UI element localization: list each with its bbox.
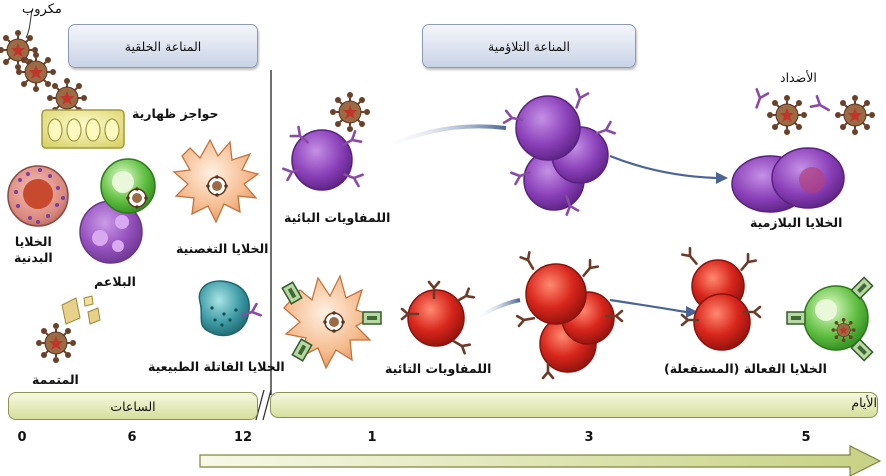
- antibodies-label: الأضداد: [780, 70, 817, 85]
- plasma-arrowhead: [716, 172, 728, 184]
- infected-target-cell-icon: [786, 276, 874, 362]
- microbe-label: مكروب: [22, 2, 62, 17]
- epithelial-barrier-icon: [41, 109, 125, 149]
- microbe-pointer-line: [25, 9, 33, 39]
- t-cell-clone-cluster-icon: [515, 251, 624, 380]
- b-lymphocyte-icon: [282, 125, 364, 191]
- macrophage-cell-icon: [79, 158, 156, 264]
- antigen-presenting-cell-icon: [281, 274, 382, 370]
- tick-label: 6: [127, 430, 137, 445]
- antibody-icon: [749, 88, 770, 111]
- effector-arrow: [609, 298, 687, 314]
- plasma-arrow: [609, 154, 717, 180]
- t-lymphocyte-icon: [400, 280, 475, 355]
- tick-label: 1: [367, 430, 377, 445]
- dendritic-cell-icon: [172, 138, 260, 224]
- tick-label: 0: [17, 430, 27, 445]
- effector-arrowhead: [686, 306, 698, 318]
- complement-label: المتممة: [32, 372, 79, 387]
- microbe-icon: [329, 91, 371, 133]
- innate-immunity-header: المناعة الخلقية: [68, 24, 258, 68]
- plasma-cells-label: الخلايا البلازمية: [750, 215, 843, 230]
- effector-t-cells-label: الخلايا الفعالة (المستفعلة): [664, 361, 827, 376]
- microbe-icon: [15, 51, 57, 93]
- b-cell-clone-cluster-icon: [502, 88, 616, 216]
- epithelial-barriers-label: حواجز ظهارية: [132, 106, 219, 121]
- b-cell-expansion-arrow: [379, 124, 507, 152]
- nk-cells-label: الخلايا القاتلة الطبيعية: [148, 359, 285, 374]
- days-timeline-bar: الأيام: [270, 392, 878, 418]
- microbe-icon: [766, 94, 808, 136]
- t-cell-expansion-arrow: [474, 298, 521, 320]
- antibody-icon: [809, 95, 833, 117]
- time-direction-arrow: [199, 445, 882, 476]
- complement-icon: [61, 295, 101, 325]
- adaptive-immunity-header: المناعة التلاؤمية: [422, 24, 636, 68]
- b-lymphocytes-label: اللمفاويات البائية: [284, 210, 391, 225]
- phagocytes-label: الخلايا البدنية: [14, 234, 53, 265]
- microbe-icon: [35, 322, 77, 364]
- t-lymphocytes-label: اللمفاويات التائية: [385, 361, 492, 376]
- nk-cell-icon: [198, 280, 262, 337]
- hours-timeline-bar: الساعات: [8, 392, 258, 420]
- phagocyte-cell-icon: [7, 165, 69, 227]
- effector-t-cell-icon: [680, 246, 762, 351]
- tick-label: 5: [801, 430, 811, 445]
- microbe-icon: [834, 94, 876, 136]
- plasma-cell-icon: [731, 147, 845, 213]
- macrophages-label: البلاعم: [94, 274, 136, 289]
- tick-label: 3: [584, 430, 594, 445]
- tick-label: 12: [233, 430, 253, 445]
- dendritic-cells-label: الخلايا التغصنية: [176, 241, 269, 256]
